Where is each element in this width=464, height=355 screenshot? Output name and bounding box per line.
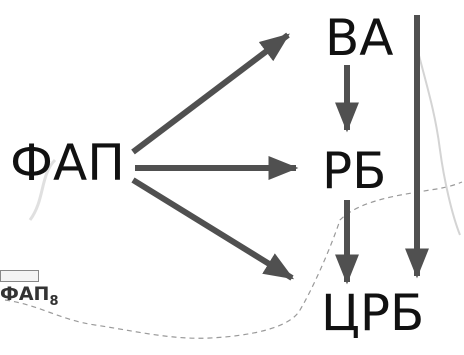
node-crb: ЦРБ — [321, 284, 425, 342]
arrow-fap-crb — [131, 177, 295, 281]
map-border-faint-left — [28, 158, 57, 221]
map-scale-box — [0, 270, 39, 282]
map-fap-label-text: ФАП — [0, 283, 50, 305]
map-fap-label-subscript: 8 — [49, 293, 59, 309]
node-va: ВА — [325, 9, 394, 67]
map-fap-label: ФАП8 — [0, 283, 59, 309]
arrow-fap-va — [131, 32, 290, 155]
map-border-faint — [414, 39, 461, 236]
map-border-dashed — [4, 181, 463, 339]
node-fap: ФАП — [10, 134, 125, 192]
node-rb: РБ — [322, 142, 387, 200]
